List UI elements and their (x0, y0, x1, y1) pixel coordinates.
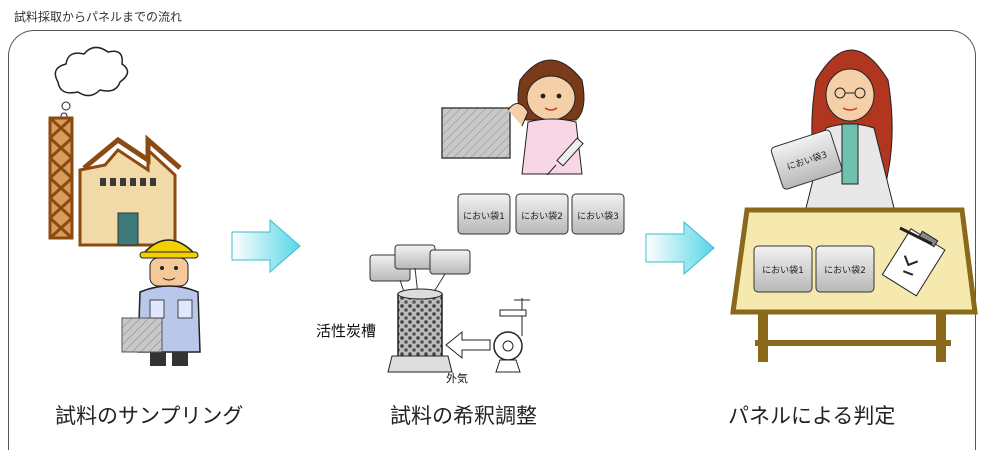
syringe-icon (546, 137, 584, 176)
step-caption-dilution: 試料の希釈調整 (390, 404, 537, 428)
chimney-tower-icon (48, 116, 74, 240)
air-inflow-arrow (445, 330, 491, 360)
sample-bag-icon (441, 107, 511, 159)
activated-carbon-label: 活性炭槽 (316, 322, 377, 340)
smoke-cloud-icon (54, 46, 129, 97)
odor-bag-1: におい袋1 (457, 193, 511, 235)
odor-bag-label: におい袋2 (521, 210, 563, 222)
odor-bag-label: におい袋2 (824, 264, 866, 276)
odor-bag-2: におい袋2 (515, 193, 569, 235)
outside-air-label: 外気 (446, 372, 468, 385)
worker-illustration (121, 239, 201, 366)
blower-pump-icon (493, 298, 530, 373)
diagram-title: 試料採取からパネルまでの流れ (14, 10, 183, 24)
odor-bag-3: におい袋3 (571, 193, 625, 235)
step-caption-panel: パネルによる判定 (728, 404, 896, 428)
panelist-illustration: におい袋3 (770, 49, 895, 209)
factory-illustration (48, 46, 182, 247)
odor-bag-1: におい袋1 (753, 245, 813, 293)
sample-bag-icon (121, 317, 163, 353)
odor-bag-label: におい袋3 (577, 210, 619, 222)
pen-icon (899, 226, 933, 246)
flow-arrow-1 (231, 218, 301, 274)
step-caption-sampling: 試料のサンプリング (55, 404, 244, 428)
flow-arrow-2 (645, 220, 715, 276)
nurse-illustration (441, 59, 585, 176)
odor-bag-label: におい袋1 (463, 210, 505, 222)
dilution-apparatus (369, 244, 530, 373)
judging-table: におい袋1 におい袋2 (730, 207, 978, 362)
odor-bag-2: におい袋2 (815, 245, 875, 293)
factory-building-icon (78, 134, 182, 247)
clipboard-icon (881, 228, 946, 297)
odor-bag-label: におい袋1 (762, 264, 804, 276)
diagram-frame (8, 30, 976, 450)
odor-bags-row: におい袋1 におい袋2 におい袋3 (457, 193, 625, 235)
